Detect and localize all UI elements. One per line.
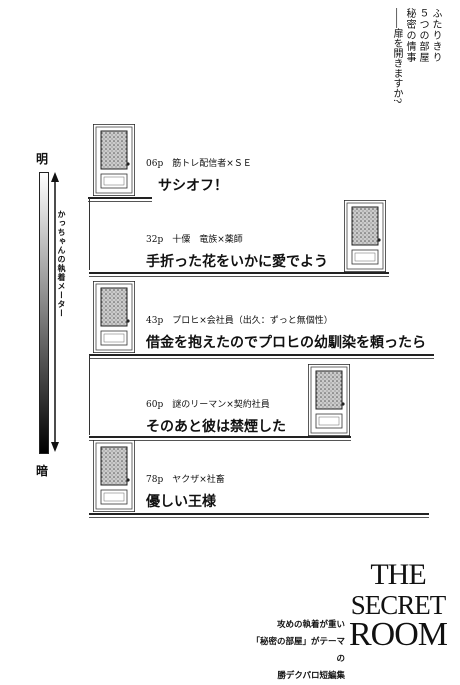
entry-3-title: 借金を抱えたのでプロヒの幼馴染を頼ったら	[146, 335, 426, 351]
floor-line-1	[88, 197, 152, 202]
tagline: 攻めの執着が重い 「秘密の部屋」がテーマの 勝デクパロ短編集	[250, 617, 345, 685]
entry-2-meta: 32p 十僳 竜族×薬師	[146, 235, 243, 245]
obsession-meter: 明 かっちゃんの執着メーター 暗	[34, 150, 66, 480]
entry-5-meta: 78p ヤクザ×社畜	[146, 475, 225, 485]
floor-line-2	[89, 272, 389, 277]
floor-line-3	[89, 354, 434, 359]
intro-line-1: ふたりきり	[430, 8, 441, 63]
entry-3-meta: 43p プロヒ×会社員（出久：ずっと無個性）	[146, 316, 333, 326]
intro-line-2: ５つの部屋	[417, 8, 428, 63]
door-2-icon	[344, 200, 386, 272]
meter-gradient-bar	[39, 172, 49, 454]
tagline-line-2: 「秘密の部屋」がテーマの	[251, 637, 345, 664]
entry-4-title: そのあと彼は禁煙した	[146, 419, 286, 435]
double-arrow-icon	[51, 172, 59, 452]
door-1-icon	[93, 124, 135, 196]
entry-5-title: 優しい王様	[146, 494, 216, 510]
entry-1-meta: 06p 筋トレ配信者×ＳＥ	[146, 159, 252, 169]
brand-logo: THE SECRET ROOM	[348, 558, 448, 653]
intro-line-3: 秘密の情事	[404, 8, 415, 63]
intro-line-4: ――扉を開きますか?	[391, 8, 402, 104]
door-3-icon	[93, 281, 135, 353]
brand-line-1: THE	[370, 558, 426, 591]
brand-line-2: SECRET	[350, 590, 447, 620]
door-5-icon	[93, 440, 135, 512]
wall-line-4	[89, 355, 90, 435]
brand-line-3: ROOM	[348, 616, 448, 653]
tagline-line-3: 勝デクパロ短編集	[277, 671, 345, 681]
meter-bright-label: 明	[36, 152, 49, 166]
tagline-line-1: 攻めの執着が重い	[276, 620, 345, 630]
meter-dark-label: 暗	[36, 464, 49, 478]
entry-1-title: サシオフ！	[158, 178, 228, 194]
floor-line-5	[89, 513, 429, 518]
floor-line-4	[89, 436, 351, 441]
wall-line-2	[89, 198, 90, 270]
entry-4-meta: 60p 謎のリーマン×契約社員	[146, 400, 270, 410]
meter-caption: かっちゃんの執着メーター	[57, 210, 66, 318]
door-4-icon	[308, 364, 350, 436]
entry-2-title: 手折った花をいかに愛でよう	[146, 254, 328, 270]
intro-text: ふたりきり ５つの部屋 秘密の情事 ――扉を開きますか?	[390, 8, 442, 208]
